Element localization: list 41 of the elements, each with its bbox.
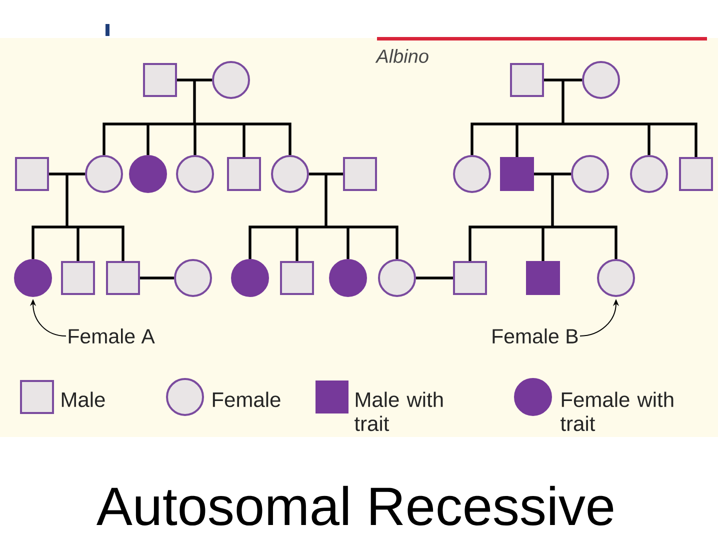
circle-symbol <box>85 155 123 193</box>
square-symbol <box>227 157 261 191</box>
circle-symbol <box>329 259 367 297</box>
legend-label: Female with trait <box>560 392 674 432</box>
circle-symbol <box>453 155 491 193</box>
circle-symbol <box>129 155 167 193</box>
square-symbol <box>500 157 534 191</box>
pedigree-line <box>32 172 124 262</box>
square-symbol <box>61 261 95 295</box>
square-symbol <box>15 157 49 191</box>
square-symbol <box>510 63 544 97</box>
circle-symbol <box>582 61 620 99</box>
pedigree-line <box>416 276 453 280</box>
pedigree-line <box>470 78 698 158</box>
pedigree-line <box>248 172 398 262</box>
pedigree-line <box>468 172 618 262</box>
circle-symbol <box>14 259 52 297</box>
square-symbol <box>106 261 140 295</box>
circle-symbol <box>571 155 609 193</box>
legend-label: Female <box>212 392 280 408</box>
square-symbol <box>143 63 177 97</box>
square-symbol <box>453 261 487 295</box>
circle-symbol <box>378 259 416 297</box>
circle-symbol <box>630 155 668 193</box>
callout-label: Female B <box>492 328 578 344</box>
circle-symbol <box>174 259 212 297</box>
circle-symbol <box>597 259 635 297</box>
legend-label: Male <box>62 392 105 408</box>
pedigree-line <box>140 276 174 280</box>
circle-symbol <box>231 259 269 297</box>
square-symbol <box>679 157 713 191</box>
title: Autosomal Recessive <box>96 486 614 526</box>
square-symbol <box>526 261 560 295</box>
circle-symbol <box>176 155 214 193</box>
square-symbol <box>343 157 377 191</box>
square-symbol <box>280 261 314 295</box>
callout-label: Female A <box>68 328 155 344</box>
figure-label: Albino <box>375 49 428 63</box>
circle-symbol <box>271 155 309 193</box>
legend-label: Male with trait <box>354 392 443 432</box>
circle-symbol <box>212 61 250 99</box>
